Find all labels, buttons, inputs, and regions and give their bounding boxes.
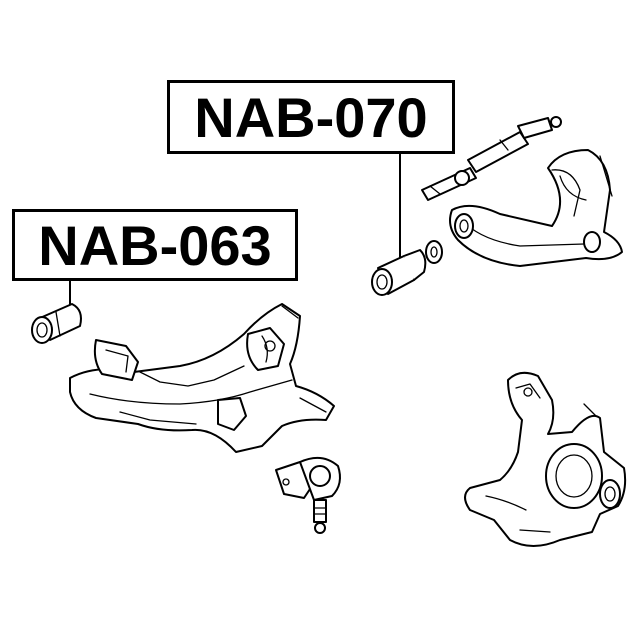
upper-control-arm xyxy=(421,116,623,267)
bushing-nab-063 xyxy=(31,303,82,344)
part-number-nab-063: NAB-063 xyxy=(12,209,298,281)
bushing-nab-070 xyxy=(371,240,443,296)
steering-knuckle xyxy=(464,371,627,547)
ball-joint xyxy=(275,456,341,534)
part-number-nab-070: NAB-070 xyxy=(167,80,455,154)
lower-crossmember xyxy=(69,303,335,453)
